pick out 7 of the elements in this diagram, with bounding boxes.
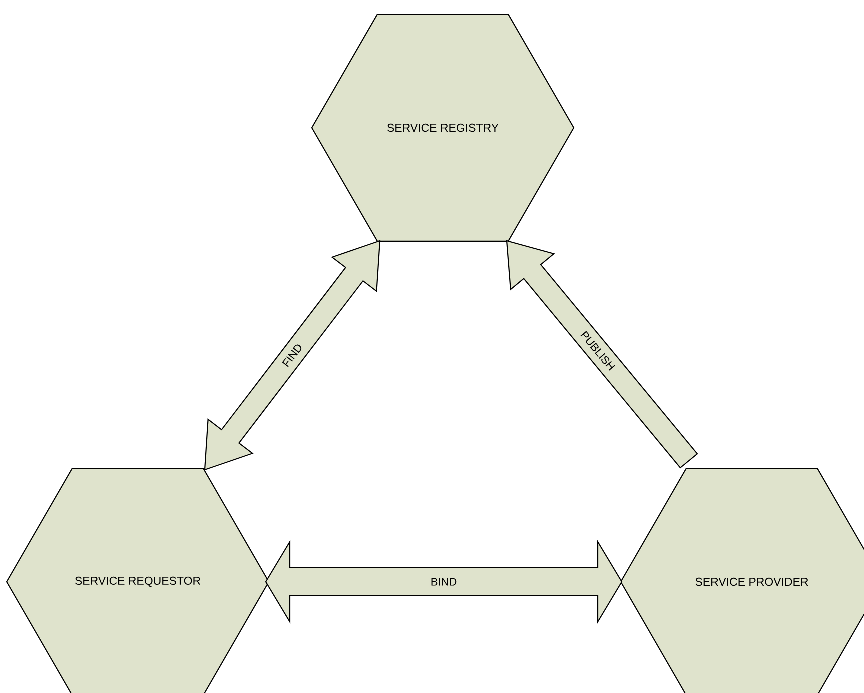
hexagon-node: SERVICE PROVIDER <box>620 468 864 693</box>
block-arrow <box>265 540 623 624</box>
block-arrow <box>204 240 381 471</box>
block-arrow <box>506 240 698 469</box>
hexagon-node: SERVICE REGISTRY <box>311 14 575 242</box>
edge-label: BIND <box>432 578 457 586</box>
hexagon-node: SERVICE REQUESTOR <box>6 468 270 693</box>
